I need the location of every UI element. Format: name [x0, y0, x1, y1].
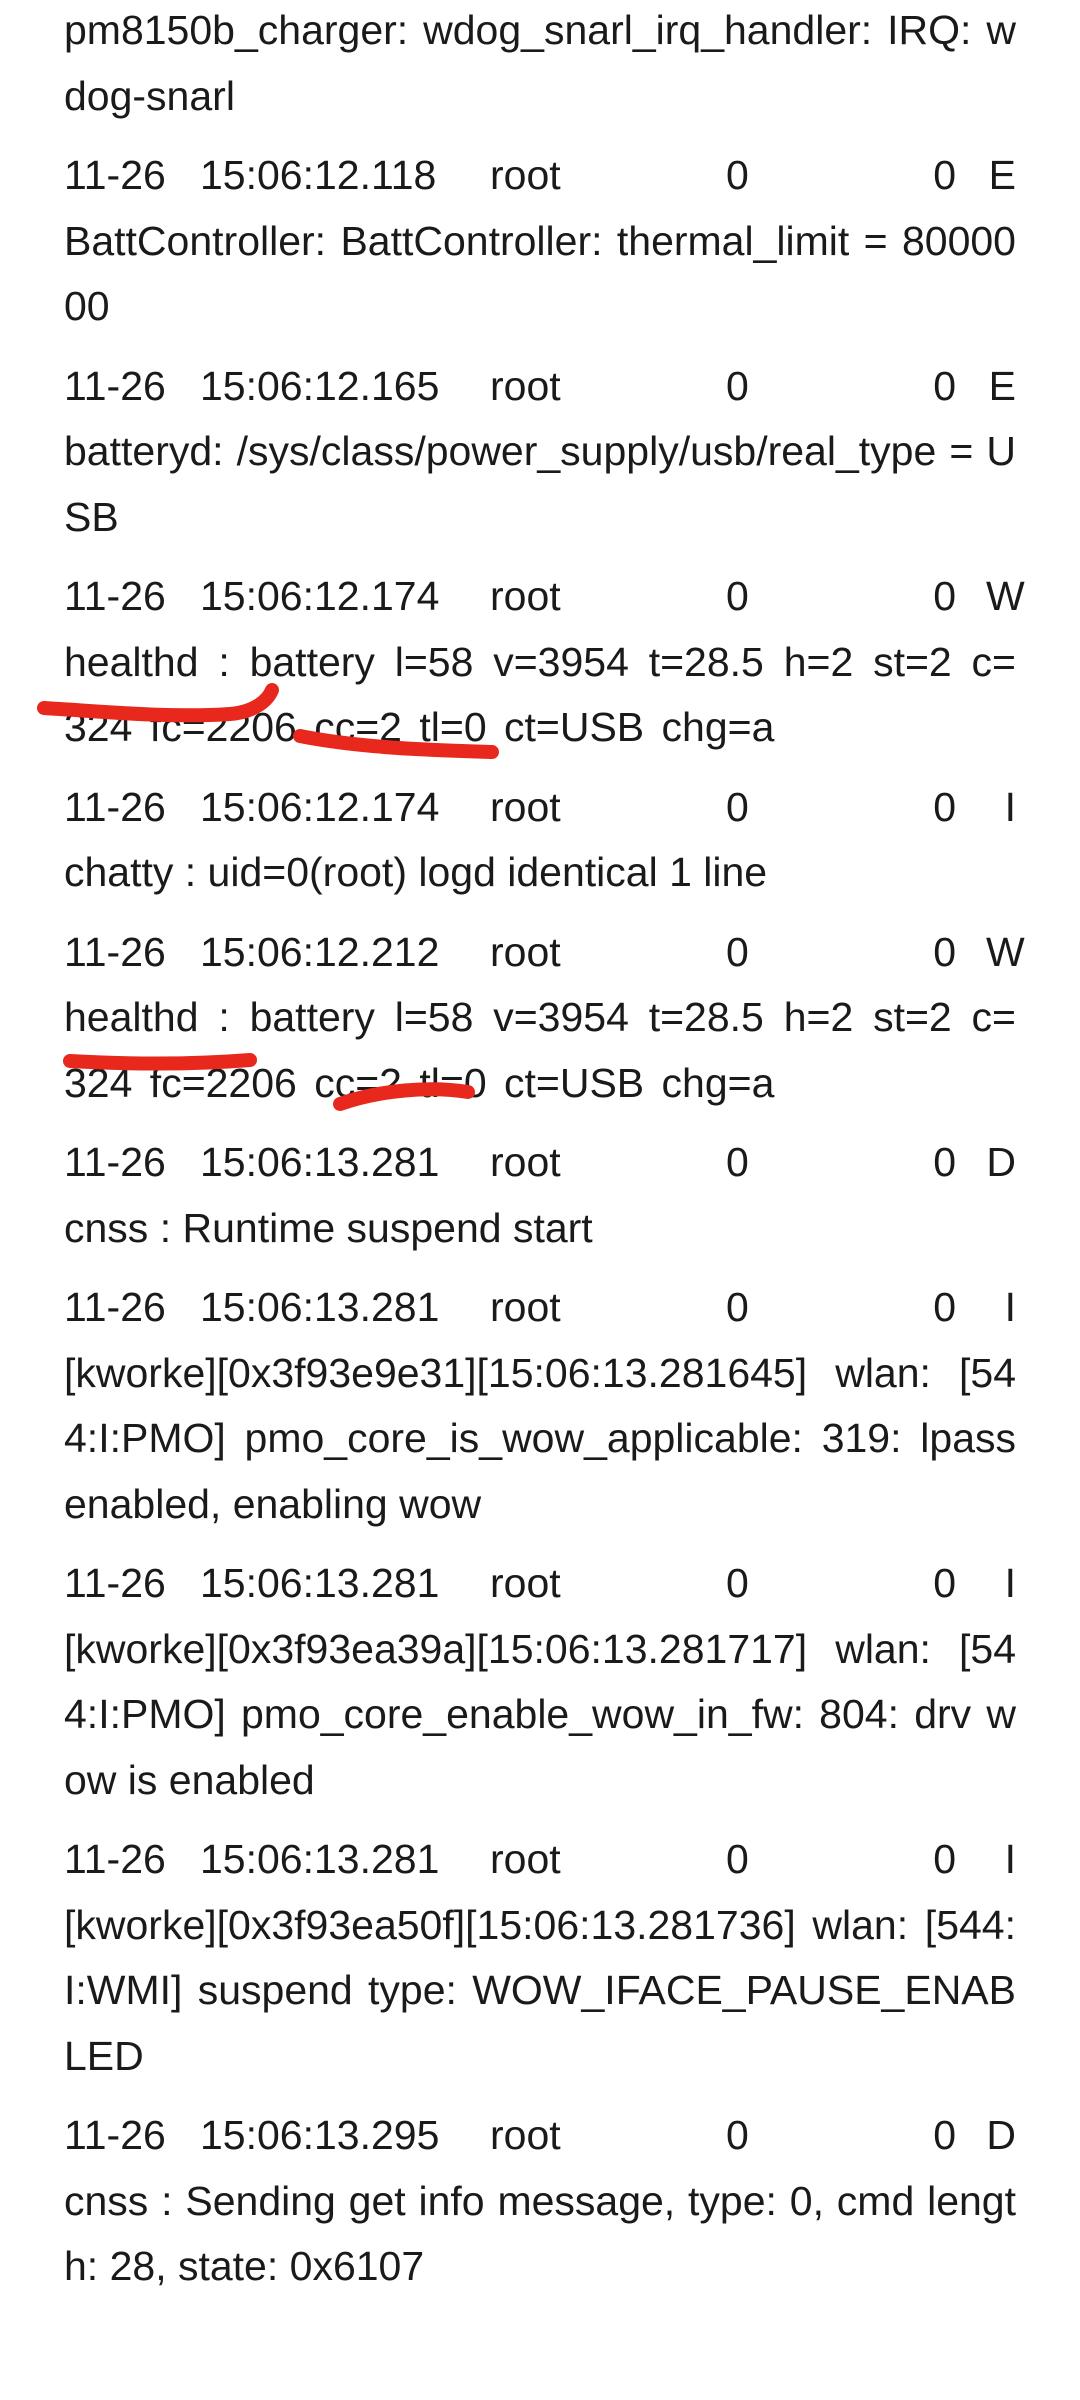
log-tid: 0: [933, 573, 956, 619]
log-user: root: [490, 1139, 561, 1185]
log-time: 15:06:13.281: [200, 1139, 440, 1185]
log-message: healthd : battery l=58 v=3954 t=28.5 h=2…: [64, 994, 1016, 1106]
log-date: 11-26: [64, 1139, 166, 1185]
log-message: healthd : battery l=58 v=3954 t=28.5 h=2…: [64, 638, 1016, 751]
log-user: root: [490, 1560, 561, 1606]
log-pid: 0: [726, 1560, 749, 1606]
log-tid: 0: [933, 2112, 956, 2158]
log-message: chatty : uid=0(root) logd identical 1 li…: [64, 849, 768, 895]
log-pid: 0: [726, 362, 749, 409]
log-level: W: [986, 573, 1025, 619]
log-tid: 0: [933, 1139, 956, 1185]
log-user: root: [490, 2112, 561, 2158]
log-date: 11-26: [64, 2112, 166, 2158]
log-header: 11-26 15:06:12.174 root 0 0 W: [64, 564, 1025, 630]
log-header: 11-26 15:06:13.281 root 0 0 I: [64, 1827, 1016, 1893]
log-header: 11-26 15:06:13.281 root 0 0 D: [64, 1130, 1016, 1196]
log-tid: 0: [933, 1284, 956, 1330]
log-pid: 0: [726, 783, 749, 830]
log-time: 15:06:13.295: [200, 2112, 440, 2158]
log-time: 15:06:12.212: [200, 928, 440, 975]
log-level: E: [988, 362, 1016, 409]
log-pid: 0: [726, 1139, 749, 1185]
log-date: 11-26: [64, 1560, 166, 1606]
log-entry: 11-26 15:06:13.281 root 0 0 I [kworke][0…: [64, 1551, 1016, 1813]
log-user: root: [490, 928, 561, 975]
log-user: root: [490, 362, 561, 409]
log-level: I: [1004, 1284, 1016, 1330]
log-message: batteryd: /sys/class/power_supply/usb/re…: [64, 428, 1016, 540]
log-entry: 11-26 15:06:12.118 root 0 0 E BattContro…: [64, 143, 1016, 340]
log-level: I: [1004, 1560, 1016, 1606]
log-entry: 11-26 15:06:13.281 root 0 0 D cnss : Run…: [64, 1130, 1016, 1261]
log-message: [kworke][0x3f93ea50f][15:06:13.281736] w…: [64, 1901, 1016, 2079]
log-date: 11-26: [64, 1836, 166, 1882]
log-time: 15:06:13.281: [200, 1284, 440, 1330]
log-header: 11-26 15:06:13.281 root 0 0 I: [64, 1551, 1016, 1617]
log-header: 11-26 15:06:12.165 root 0 0 E: [64, 354, 1016, 420]
log-tid: 0: [933, 362, 956, 409]
log-user: root: [490, 1284, 561, 1330]
log-user: root: [490, 1836, 561, 1882]
log-user: root: [490, 152, 561, 198]
log-user: root: [490, 573, 561, 619]
log-header: 11-26 15:06:13.295 root 0 0 D: [64, 2103, 1016, 2169]
log-user: root: [490, 783, 561, 830]
log-date: 11-26: [64, 573, 166, 619]
log-header: 11-26 15:06:12.212 root 0 0 W: [64, 920, 1025, 986]
log-time: 15:06:13.281: [200, 1560, 440, 1606]
log-level: W: [986, 928, 1025, 975]
log-pid: 0: [726, 573, 749, 619]
log-message: [kworke][0x3f93e9e31][15:06:13.281645] w…: [64, 1349, 1016, 1527]
log-date: 11-26: [64, 152, 166, 198]
log-message: cnss : Runtime suspend start: [64, 1204, 593, 1251]
log-message: BattController: BattController: thermal_…: [64, 217, 1016, 330]
log-date: 11-26: [64, 928, 166, 975]
log-date: 11-26: [64, 783, 166, 830]
log-date: 11-26: [64, 1284, 166, 1330]
log-header: 11-26 15:06:12.118 root 0 0 E: [64, 143, 1016, 209]
log-message: [kworke][0x3f93ea39a][15:06:13.281717] w…: [64, 1625, 1016, 1803]
log-message: pm8150b_charger: wdog_snarl_irq_handler:…: [64, 7, 1016, 119]
log-entry: 11-26 15:06:12.174 root 0 0 I chatty : u…: [64, 775, 1016, 906]
log-message: cnss : Sending get info message, type: 0…: [64, 2177, 1016, 2290]
log-pid: 0: [726, 1284, 749, 1330]
log-level: I: [1004, 783, 1016, 830]
log-pid: 0: [726, 928, 749, 975]
log-view[interactable]: pm8150b_charger: wdog_snarl_irq_handler:…: [64, 0, 1025, 2314]
log-entry: pm8150b_charger: wdog_snarl_irq_handler:…: [64, 0, 1016, 129]
log-entry: 11-26 15:06:13.281 root 0 0 I [kworke][0…: [64, 1275, 1016, 1537]
log-tid: 0: [933, 1560, 956, 1606]
log-tid: 0: [933, 152, 956, 198]
log-header: 11-26 15:06:12.174 root 0 0 I: [64, 775, 1016, 841]
log-header: 11-26 15:06:13.281 root 0 0 I: [64, 1275, 1016, 1341]
log-time: 15:06:12.165: [200, 362, 440, 409]
log-level: I: [1004, 1836, 1016, 1882]
log-level: D: [986, 2112, 1016, 2158]
log-time: 15:06:12.118: [200, 152, 437, 198]
log-entry: 11-26 15:06:12.174 root 0 0 W healthd : …: [64, 564, 1025, 761]
log-time: 15:06:13.281: [200, 1836, 440, 1882]
log-level: E: [988, 152, 1016, 198]
log-time: 15:06:12.174: [200, 783, 440, 830]
log-pid: 0: [726, 152, 749, 198]
log-pid: 0: [726, 1836, 749, 1882]
log-tid: 0: [933, 783, 956, 830]
log-date: 11-26: [64, 362, 166, 409]
log-time: 15:06:12.174: [200, 573, 440, 619]
log-tid: 0: [933, 928, 956, 975]
log-tid: 0: [933, 1836, 956, 1882]
log-entry: 11-26 15:06:13.295 root 0 0 D cnss : Sen…: [64, 2103, 1016, 2300]
log-entry: 11-26 15:06:12.165 root 0 0 E batteryd: …: [64, 354, 1016, 551]
log-pid: 0: [726, 2112, 749, 2158]
log-entry: 11-26 15:06:13.281 root 0 0 I [kworke][0…: [64, 1827, 1016, 2089]
log-entry: 11-26 15:06:12.212 root 0 0 W healthd : …: [64, 920, 1025, 1117]
log-level: D: [986, 1139, 1016, 1185]
